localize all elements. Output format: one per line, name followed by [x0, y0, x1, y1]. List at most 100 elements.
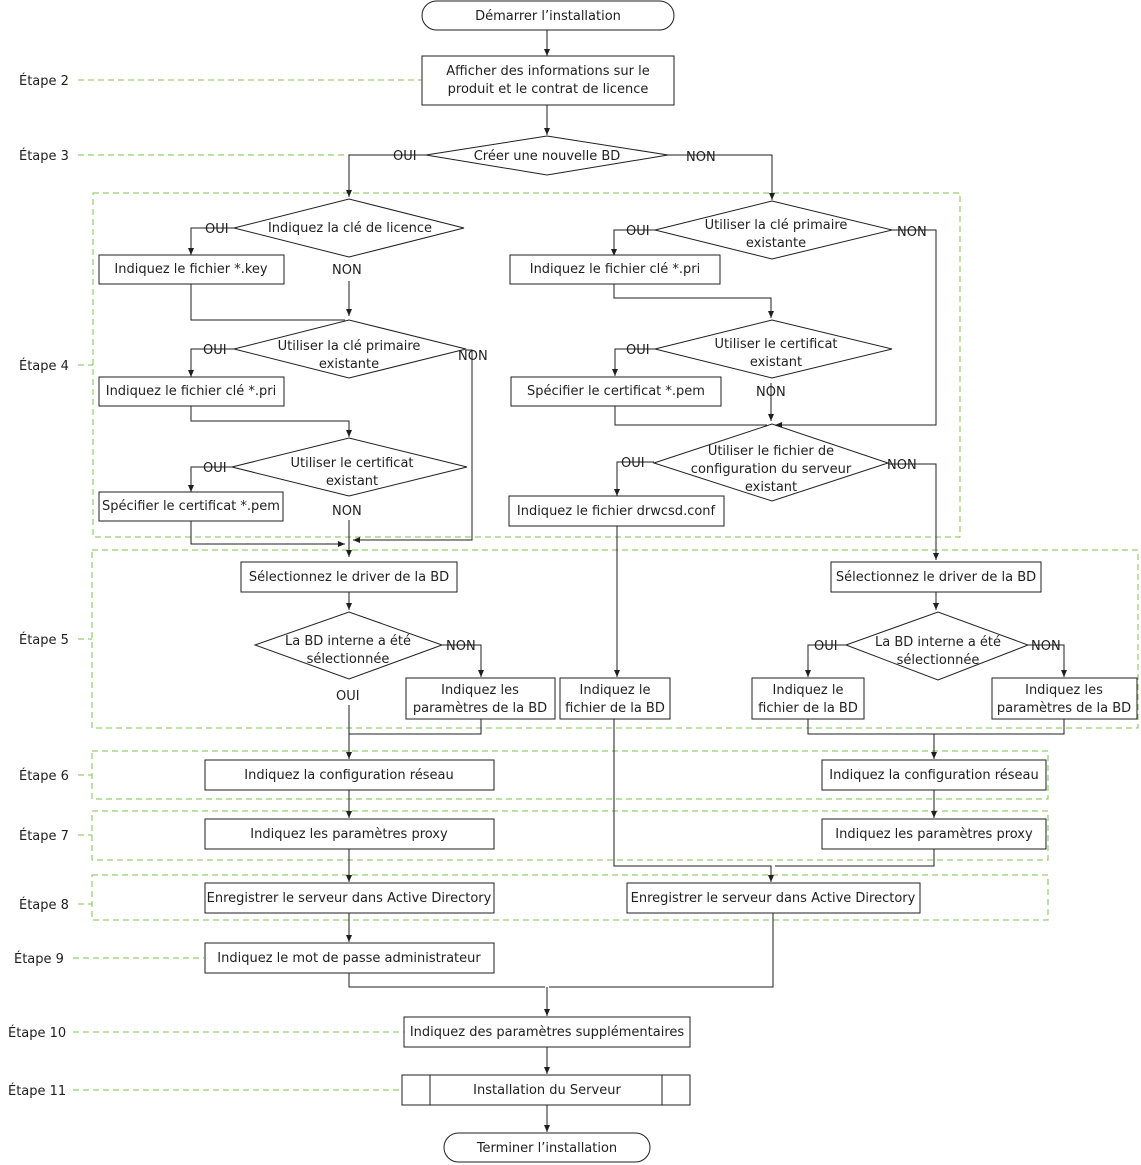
db-params-box-right — [991, 677, 1138, 720]
branch-yes-key-left: OUI — [203, 343, 227, 358]
pri-file-right-label: Indiquez le fichier clé *.pri — [530, 262, 701, 277]
internal-db-left-line1: La BD interne a été — [285, 634, 411, 649]
branch-yes-conf: OUI — [621, 456, 645, 471]
db-file-middle-line1: Indiquez le — [580, 683, 651, 698]
zone-step-5 — [91, 549, 1139, 729]
admin-password-box — [204, 942, 495, 974]
step-label-3: Étape 3 — [19, 148, 69, 164]
internal-db-decision-left — [253, 611, 444, 680]
active-directory-left-label: Enregistrer le serveur dans Active Direc… — [207, 891, 492, 906]
pri-file-left-label: Indiquez le fichier clé *.pri — [106, 384, 277, 399]
network-config-box-left — [204, 759, 495, 791]
proxy-box-left — [204, 818, 495, 850]
pem-file-box-left — [98, 491, 284, 522]
internal-db-right-line2: sélectionnée — [897, 653, 980, 668]
conf-file-box — [508, 495, 725, 527]
network-config-box-right — [821, 759, 1047, 791]
network-config-right-label: Indiquez la configuration réseau — [829, 768, 1039, 783]
branch-yes-internal-right: OUI — [814, 639, 838, 654]
product-info-box — [421, 55, 675, 106]
branch-no-key-left: NON — [458, 349, 488, 364]
server-install-label: Installation du Serveur — [473, 1083, 621, 1098]
license-key-label: Indiquez la clé de licence — [268, 221, 432, 236]
license-key-decision — [233, 198, 465, 258]
start-label: Démarrer l’installation — [475, 9, 621, 24]
pri-file-box-right — [509, 254, 721, 285]
branch-no-internal-right: NON — [1031, 639, 1061, 654]
new-db-label: Créer une nouvelle BD — [474, 149, 621, 164]
network-config-left-label: Indiquez la configuration réseau — [244, 768, 454, 783]
db-file-right-line1: Indiquez le — [773, 683, 844, 698]
db-file-middle-line2: fichier de la BD — [565, 701, 665, 716]
step-label-11: Étape 11 — [8, 1083, 66, 1099]
step-zones — [91, 192, 1139, 921]
active-directory-right-label: Enregistrer le serveur dans Active Direc… — [631, 891, 916, 906]
use-config-file-decision — [652, 423, 890, 502]
branch-no-cert-right: NON — [756, 385, 786, 400]
use-certificate-left-line2: existant — [326, 474, 378, 489]
use-certificate-decision-right — [654, 319, 893, 379]
key-file-label: Indiquez le fichier *.key — [114, 262, 267, 277]
step-label-2: Étape 2 — [19, 73, 69, 89]
active-directory-box-left — [204, 882, 495, 914]
use-primary-key-left-line1: Utiliser la clé primaire — [278, 339, 421, 354]
db-params-left-line2: paramètres de la BD — [413, 701, 547, 716]
db-params-box-left — [405, 677, 556, 720]
extra-params-box — [403, 1016, 691, 1048]
internal-db-left-line2: sélectionnée — [307, 652, 390, 667]
proxy-box-right — [821, 818, 1047, 850]
use-certificate-right-line1: Utiliser le certificat — [714, 337, 837, 352]
use-certificate-decision-left — [231, 437, 468, 497]
end-label: Terminer l’installation — [476, 1141, 617, 1156]
step-label-7: Étape 7 — [19, 828, 69, 844]
product-info-line2: produit et le contrat de licence — [448, 82, 649, 97]
new-db-decision — [425, 135, 669, 176]
db-driver-box-right — [830, 561, 1042, 593]
use-primary-key-decision-left — [233, 319, 467, 379]
extra-params-label: Indiquez des paramètres supplémentaires — [410, 1025, 685, 1040]
use-primary-key-right-line2: existante — [746, 236, 806, 251]
use-primary-key-right-line1: Utiliser la clé primaire — [705, 218, 848, 233]
step-label-8: Étape 8 — [19, 897, 69, 913]
branch-no-cert-left: NON — [332, 504, 362, 519]
conf-file-label: Indiquez le fichier drwcsd.conf — [517, 504, 716, 519]
db-driver-box-left — [240, 561, 458, 593]
use-certificate-left-line1: Utiliser le certificat — [290, 456, 413, 471]
branch-no-new-db: NON — [686, 150, 716, 165]
branch-yes-cert-left: OUI — [203, 461, 227, 476]
branch-yes-cert-right: OUI — [626, 343, 650, 358]
pem-file-left-label: Spécifier le certificat *.pem — [102, 499, 280, 514]
connectors — [188, 30, 1067, 1132]
internal-db-decision-right — [844, 611, 1030, 681]
proxy-left-label: Indiquez les paramètres proxy — [250, 827, 448, 842]
db-file-right-line2: fichier de la BD — [758, 701, 858, 716]
nodes: Démarrer l’installation Afficher des inf… — [98, 0, 1138, 1163]
db-file-box-middle — [559, 677, 671, 720]
branch-labels: OUI NON OUI NON OUI NON OUI NON OUI NON … — [203, 149, 1061, 704]
db-params-right-line1: Indiquez les — [1025, 683, 1103, 698]
db-driver-right-label: Sélectionnez le driver de la BD — [836, 570, 1036, 585]
branch-no-license: NON — [332, 263, 362, 278]
db-file-box-right — [751, 677, 865, 720]
active-directory-box-right — [626, 882, 921, 914]
db-driver-left-label: Sélectionnez le driver de la BD — [249, 570, 449, 585]
branch-yes-key-right: OUI — [626, 224, 650, 239]
pem-file-right-label: Spécifier le certificat *.pem — [527, 384, 705, 399]
key-file-box — [98, 254, 285, 285]
step-label-4: Étape 4 — [19, 358, 69, 374]
step-label-10: Étape 10 — [8, 1025, 66, 1041]
start-terminal — [421, 0, 675, 31]
end-terminal — [443, 1132, 651, 1163]
branch-no-key-right: NON — [897, 225, 927, 240]
branch-yes-license: OUI — [205, 222, 229, 237]
pri-file-box-left — [98, 376, 285, 407]
proxy-right-label: Indiquez les paramètres proxy — [835, 827, 1033, 842]
use-config-line3: existant — [745, 480, 797, 495]
product-info-line1: Afficher des informations sur le — [446, 64, 650, 79]
step-label-9: Étape 9 — [14, 951, 64, 967]
use-certificate-right-line2: existant — [750, 355, 802, 370]
use-primary-key-decision-right — [654, 200, 893, 260]
db-params-right-line2: paramètres de la BD — [997, 701, 1131, 716]
use-config-line1: Utiliser le fichier de — [708, 444, 834, 459]
